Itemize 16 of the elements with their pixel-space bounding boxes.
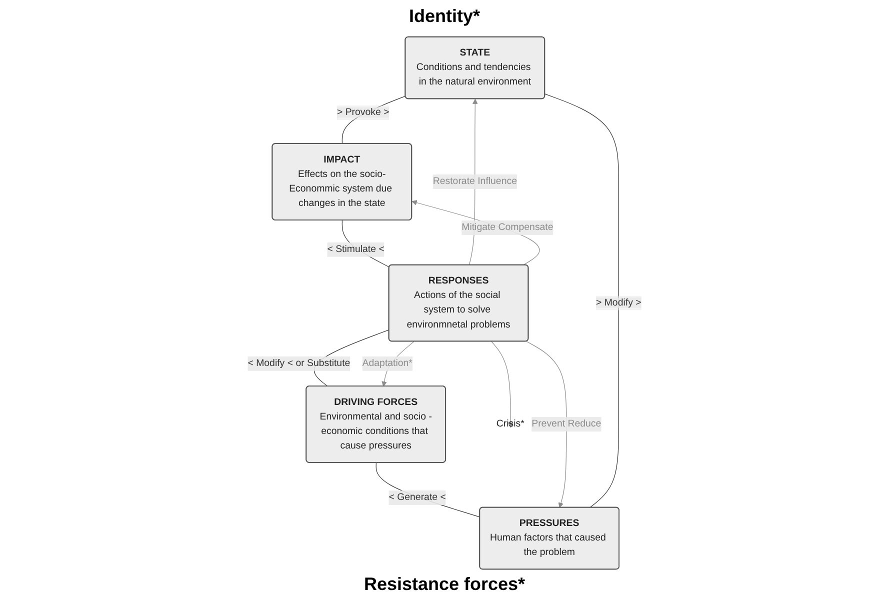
arrow bbox=[491, 341, 514, 428]
edge-label: < Modify < or Substitute bbox=[248, 358, 350, 368]
edge-label: Prevent Reduce bbox=[532, 418, 602, 430]
connector bbox=[544, 94, 619, 508]
ellipse-label: Identity* bbox=[408, 6, 480, 28]
edge-label: > Provoke > bbox=[336, 107, 390, 118]
edge-label: Adaptation* bbox=[362, 358, 412, 368]
node-text: Crisis* bbox=[496, 418, 524, 430]
edge-label: < Stimulate < bbox=[327, 244, 384, 254]
ellipse-label: Resistance forces* bbox=[364, 574, 526, 596]
arrow bbox=[526, 341, 567, 508]
edge-label: Mitigate Compensate bbox=[462, 222, 554, 233]
edge-label: > Modify > bbox=[596, 298, 642, 308]
connector bbox=[376, 462, 480, 518]
edge-label: Restorate Influence bbox=[432, 176, 517, 187]
edge-label: < Generate < bbox=[388, 492, 446, 503]
